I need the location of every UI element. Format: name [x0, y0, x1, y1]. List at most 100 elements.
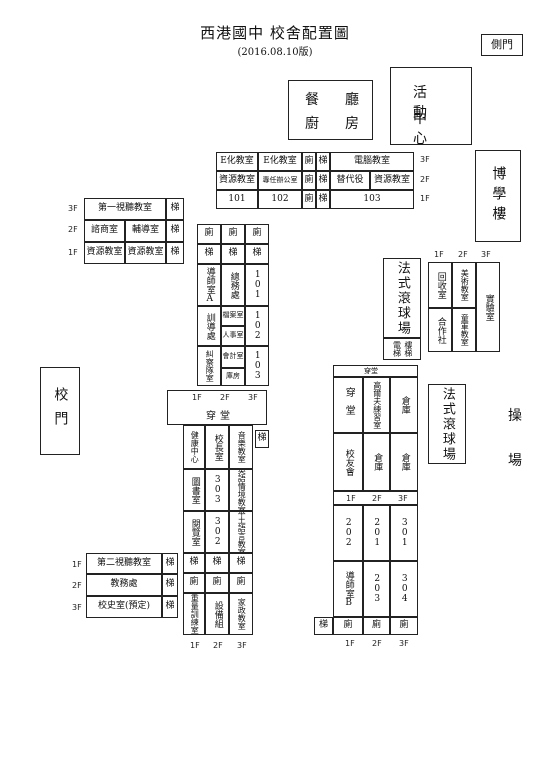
room-resource: 資源教室	[125, 242, 166, 264]
room-recycle: 回收室	[428, 262, 452, 308]
toilet: 廁	[363, 617, 390, 635]
floor-label: 2F	[72, 581, 82, 590]
school-gate: 校門	[40, 367, 80, 455]
floor-label: 3F	[72, 603, 82, 612]
toilet: 廁	[229, 573, 253, 593]
toilet: 廁	[183, 573, 205, 593]
room-guidance: 輔導室	[125, 220, 166, 242]
room-tutor-a: 導師室A	[197, 264, 221, 306]
floor-label: 1F	[190, 641, 200, 650]
room-scout: 童軍教室	[452, 308, 476, 352]
stairs: 梯	[316, 152, 330, 171]
room-library-left: 圖書室	[183, 469, 205, 511]
room-computer: 電腦教室	[330, 152, 414, 171]
room-coop: 合作社	[428, 308, 452, 352]
floor-label: 2F	[420, 175, 430, 184]
elevator-label: 電梯	[392, 341, 402, 357]
east-corridor-label: 穿堂	[364, 367, 378, 375]
room-tutor-b: 導師室B	[333, 561, 363, 617]
room-203: 203	[363, 561, 390, 617]
room-102: 102	[245, 306, 269, 346]
room-301: 301	[390, 505, 418, 561]
room-101: 101	[245, 264, 269, 306]
room-e-classroom: E化教室	[258, 152, 302, 171]
stairs: 梯	[166, 242, 184, 264]
stairs-label: 樓梯	[403, 341, 413, 357]
room-academic-affairs: 教務處	[86, 574, 162, 596]
stairs: 梯	[316, 190, 330, 209]
room-accounting: 會計室	[221, 346, 245, 368]
toilet: 廁	[245, 224, 269, 244]
floor-label: 3F	[420, 155, 430, 164]
east-floor-row: 1F 2F 3F	[333, 491, 418, 505]
toilet: 廁	[333, 617, 363, 635]
playground-label-2: 場	[508, 453, 522, 469]
room-staff-office: 專任辦公室	[258, 171, 302, 190]
west-corridor: 1F 2F 3F 穿堂	[167, 390, 267, 425]
room-art: 美術教室	[452, 262, 476, 308]
floor-label: 1F	[420, 194, 430, 203]
stairs: 梯	[162, 596, 178, 618]
toilet: 廁	[205, 573, 229, 593]
room-304: 304	[390, 561, 418, 617]
toilet: 廁	[302, 171, 316, 190]
dining-line1: 餐 廳	[305, 92, 365, 108]
elevator-stairs: 電梯 樓梯	[383, 338, 421, 360]
room-103: 103	[245, 346, 269, 386]
stairs: 梯	[314, 617, 333, 635]
east-corridor: 穿堂	[333, 377, 363, 433]
room-health-center: 健康中心	[183, 425, 205, 469]
floor-label: 2F	[372, 639, 382, 648]
page-title: 西港國中 校舍配置圖	[200, 24, 350, 42]
room-storage: 倉庫	[390, 433, 418, 491]
dining-kitchen: 餐 廳 廚 房	[288, 80, 373, 140]
room-general-affairs: 總務處	[221, 264, 245, 306]
bowuo-building: 博學樓	[475, 150, 521, 242]
room-av-1: 第一視聽教室	[84, 198, 166, 220]
room-archive: 檔案室	[221, 306, 245, 326]
floor-label: 3F	[398, 494, 408, 503]
room-equipment: 設備組	[205, 593, 229, 635]
floor-label: 2F	[458, 250, 468, 259]
floor-label: 3F	[399, 639, 409, 648]
activity-center: 活 動 中 心	[390, 67, 472, 147]
toilet: 廁	[302, 190, 316, 209]
stairs: 梯	[183, 553, 205, 573]
room-e-classroom: E化教室	[216, 152, 258, 171]
stairs: 梯	[166, 220, 184, 242]
room-storage: 倉庫	[390, 377, 418, 433]
floor-label: 1F	[434, 250, 444, 259]
floor-label: 3F	[237, 641, 247, 650]
room-personnel: 人事室	[221, 326, 245, 346]
room-202: 202	[333, 505, 363, 561]
room-storage: 倉庫	[363, 433, 390, 491]
toilet: 廁	[390, 617, 418, 635]
floor-label: 1F	[68, 248, 78, 257]
floor-label: 1F	[72, 560, 82, 569]
stairs: 梯	[162, 574, 178, 596]
room-201: 201	[363, 505, 390, 561]
dining-line2: 廚 房	[305, 116, 365, 132]
corridor-label: 穿堂	[206, 411, 234, 422]
activity-center-line1: 活 動	[413, 85, 453, 121]
floor-label: 1F	[346, 494, 356, 503]
floor-label: 3F	[248, 393, 258, 402]
room-av-2: 第二視聽教室	[86, 553, 162, 574]
room-counseling: 諮商室	[84, 220, 125, 242]
room-103: 103	[330, 190, 414, 209]
room-alumni: 校友會	[333, 433, 363, 491]
room-storage: 庫房	[221, 368, 245, 386]
stairs: 梯	[166, 198, 184, 220]
room-substitute: 替代役	[330, 171, 370, 190]
floor-label: 2F	[213, 641, 223, 650]
room-local-language: 本土語言教室	[229, 511, 253, 553]
toilet: 廁	[302, 152, 316, 171]
stairs: 梯	[221, 244, 245, 264]
room-reading: 閱覽室	[183, 511, 205, 553]
stairs: 梯	[255, 430, 269, 448]
east-corridor-label-box: 穿堂	[333, 365, 418, 377]
stairs: 梯	[316, 171, 330, 190]
side-gate: 側門	[481, 34, 523, 56]
room-lab: 實驗室	[476, 262, 500, 352]
petanque-court-2: 法式滾球場	[428, 384, 466, 464]
